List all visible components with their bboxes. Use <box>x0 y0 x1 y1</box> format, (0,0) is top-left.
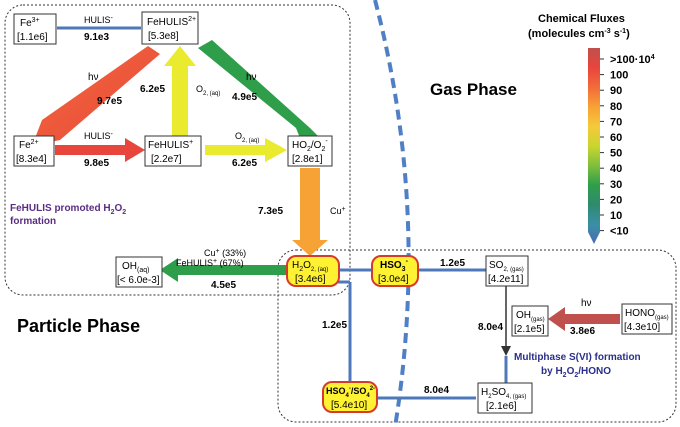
species-fe3-value: [1.1e6] <box>17 32 48 43</box>
legend-item-label: 10 <box>610 210 622 222</box>
flux-o2aq-bottom <box>205 138 287 162</box>
legend-color-bar <box>588 48 600 244</box>
flux-hulis-bottom <box>55 138 145 162</box>
legend-item-label: 60 <box>610 132 622 144</box>
flux-hv-left-value: 9.7e5 <box>97 96 122 107</box>
species-hso3-name: HSO3- <box>380 258 409 273</box>
legend-title-line1: Chemical Fluxes <box>538 13 625 25</box>
species-ohgas-box <box>511 305 549 337</box>
particle-phase-label: Particle Phase <box>17 316 140 336</box>
species-hono-box <box>621 303 673 335</box>
flux-hso3-so2-value: 1.2e5 <box>440 258 465 269</box>
flux-hulis-top-value: 9.1e3 <box>84 32 109 43</box>
gas-phase-label: Gas Phase <box>430 80 517 99</box>
legend-item-label: 20 <box>610 194 622 206</box>
legend-item-label: <10 <box>610 226 629 238</box>
species-so2-value: [4.2e11] <box>488 274 524 285</box>
species-h2so4-name: H2SO4, (gas) <box>481 387 526 400</box>
legend-item-label: 90 <box>610 85 622 97</box>
species-fehulis2-name: FeHULIS2+ <box>147 16 196 28</box>
flux-oh-left <box>160 258 286 282</box>
multiphase-note: Multiphase S(VI) formation <box>514 352 641 363</box>
legend-item-label: 70 <box>610 116 622 128</box>
fehulis-note-line2: formation <box>10 216 56 227</box>
flux-hono-value: 3.8e6 <box>570 326 595 337</box>
flux-oh-value: 4.5e5 <box>211 280 236 291</box>
flux-hv-left <box>32 46 160 146</box>
flux-o2aq-bottom-label: O2, (aq) <box>235 131 259 144</box>
species-ohgas-value: [2.1e5] <box>514 324 545 335</box>
flux-hv-left-label: hν <box>88 72 99 83</box>
phase-divider <box>373 0 411 427</box>
species-hso3-box <box>371 255 419 287</box>
species-fehulis2-box <box>141 11 199 45</box>
flux-h2o2-hso4-value: 1.2e5 <box>322 320 347 331</box>
flux-so2-oh-arrowhead <box>501 346 511 356</box>
flux-cu-value: 7.3e5 <box>258 206 283 217</box>
legend-item-label: 40 <box>610 163 622 175</box>
species-fehulis1-box <box>144 135 202 167</box>
species-h2o2-name: H2O2, (aq) <box>292 260 328 273</box>
species-hso4-value: [5.4e10] <box>331 400 367 411</box>
species-so2-name: SO2, (gas) <box>489 260 524 273</box>
species-fe2-box <box>13 135 55 167</box>
species-ohgas-name: OH(gas) <box>516 310 545 323</box>
species-fehulis2-value: [5.3e8] <box>148 31 179 42</box>
legend-item-label: 50 <box>610 148 622 160</box>
flux-hv-right <box>198 40 320 138</box>
flux-hulis-bottom-value: 9.8e5 <box>84 158 109 169</box>
species-hso4-name: HSO4-/SO42- <box>326 386 375 399</box>
species-h2so4-value: [2.1e6] <box>486 401 517 412</box>
flux-hv-right-label: hν <box>246 72 257 83</box>
species-hono-name: HONO(gas) <box>625 308 669 321</box>
flux-cu-label: Cu+ <box>330 206 346 216</box>
legend-title-line2: (molecules cm-3 s-1) <box>528 28 630 40</box>
species-fe2-value: [8.3e4] <box>16 154 47 165</box>
species-ohaq-box <box>115 256 163 288</box>
species-ho2-value: [2.8e1] <box>292 154 323 165</box>
flux-hulis-bottom-label: HULIS- <box>84 131 114 141</box>
fehulis-note: FeHULIS promoted H2O2 <box>10 203 126 216</box>
species-ho2-box <box>287 135 333 167</box>
flux-oh-line1: Cu+ (33%) <box>204 248 246 258</box>
flux-o2aq-mid-value: 6.2e5 <box>140 84 165 95</box>
flux-oh-line2: FeHULIS+ (67%) <box>176 258 244 268</box>
legend-item-label: 80 <box>610 101 622 113</box>
species-ohaq-value: [< 6.0e-3] <box>117 275 160 286</box>
flux-hono-label: hν <box>581 298 592 309</box>
legend-item-label: >100·104 <box>610 54 655 66</box>
flux-cu-down <box>292 168 328 256</box>
multiphase-note-line2: by H2O2/HONO <box>541 366 611 379</box>
species-fehulis1-value: [2.2e7] <box>151 154 182 165</box>
species-h2o2-value: [3.4e6] <box>295 274 326 285</box>
flux-o2aq-vertical <box>164 46 196 136</box>
flux-so2-oh-value: 8.0e4 <box>478 322 503 333</box>
species-h2so4-box <box>477 382 533 414</box>
flux-o2aq-bottom-value: 6.2e5 <box>232 158 257 169</box>
fehulis-region-box <box>4 4 351 296</box>
species-fe3-box <box>13 13 57 45</box>
species-so2-box <box>485 255 529 287</box>
species-hso3-value: [3.0e4] <box>378 274 409 285</box>
legend: Chemical Fluxes (molecules cm-3 s-1) >10… <box>528 13 655 244</box>
legend-item-label: 100 <box>610 70 628 82</box>
species-hono-value: [4.3e10] <box>624 322 660 333</box>
species-hso4-box <box>322 381 378 413</box>
flux-o2aq-mid-label: O2, (aq) <box>196 84 220 97</box>
species-ohaq-name: OH(aq) <box>122 261 149 274</box>
species-fe3-name: Fe3+ <box>20 17 40 29</box>
flux-hono-oh <box>548 307 620 331</box>
legend-item-label: 30 <box>610 179 622 191</box>
flux-hv-right-value: 4.9e5 <box>232 92 257 103</box>
flux-hulis-top-label: HULIS- <box>84 15 114 25</box>
species-fe2-name: Fe2+ <box>19 139 39 151</box>
species-ho2-name: HO2/O2- <box>292 138 328 153</box>
multiphase-region-box <box>277 249 677 423</box>
species-fehulis1-name: FeHULIS+ <box>148 139 193 151</box>
species-h2o2-box <box>286 255 340 287</box>
flux-hso4-h2so4-value: 8.0e4 <box>424 385 449 396</box>
